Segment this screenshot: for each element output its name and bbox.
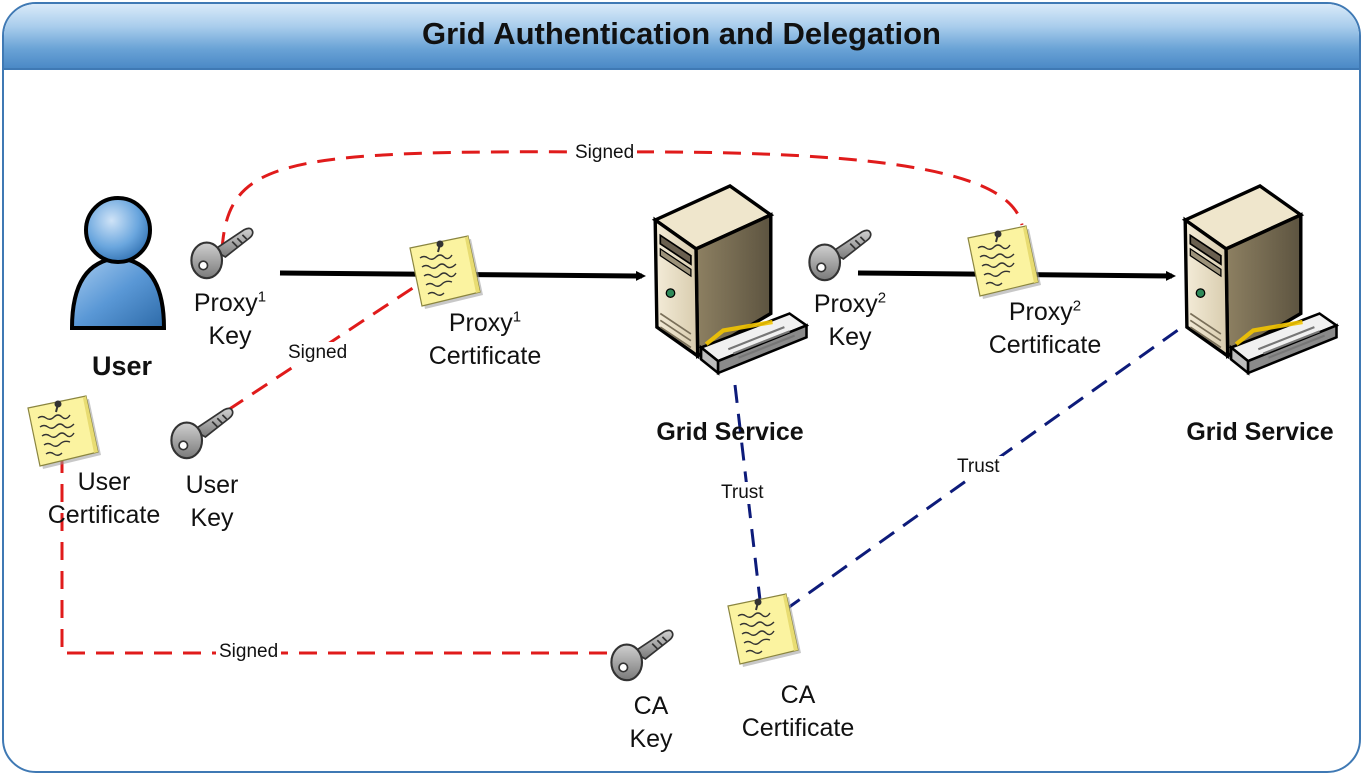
user-label: User [91, 351, 153, 381]
proxy1-key-name: Proxy [193, 289, 258, 317]
user-certificate-line2: Certificate [47, 501, 161, 529]
proxy1-certificate-sup: 1 [512, 308, 522, 326]
ca-key-icon [610, 629, 674, 682]
signed-label-mid: Signed [285, 342, 351, 364]
proxy2-key-line2: Key [828, 323, 872, 351]
grid-service-1-label: Grid Service [656, 418, 804, 446]
proxy2-certificate-sup: 2 [1072, 297, 1082, 315]
signed-label-top: Signed [572, 142, 638, 164]
diagram-title: Grid Authentication and Delegation [422, 16, 941, 51]
grid-service-2-label: Grid Service [1186, 418, 1334, 446]
connectors [60, 150, 1186, 655]
trust-link-1 [733, 384, 762, 601]
user-key-label: User Key [162, 469, 262, 535]
signed-link-top [220, 150, 1024, 251]
proxy1-key-sup: 1 [257, 288, 267, 306]
ca-certificate-label: CA Certificate [723, 679, 873, 745]
ca-certificate-line2: Certificate [741, 714, 855, 742]
proxy2-certificate-icon [967, 225, 1042, 299]
user-icon [69, 196, 167, 330]
proxy1-certificate-name: Proxy [448, 309, 513, 337]
ca-certificate-line1: CA [780, 681, 816, 709]
proxy2-certificate-name: Proxy [1008, 298, 1073, 326]
ca-key-label: CA Key [601, 690, 701, 756]
proxy1-certificate-label: Proxy1 Certificate [410, 307, 560, 373]
user-key-icon [170, 407, 234, 460]
proxy1-certificate-line2: Certificate [428, 342, 542, 370]
proxy2-key-name: Proxy [813, 290, 878, 318]
title-bar: Grid Authentication and Delegation [4, 4, 1359, 70]
proxy1-key-line2: Key [208, 322, 252, 350]
user-certificate-line1: User [77, 468, 131, 496]
grid-service-2-server-icon [1185, 186, 1336, 373]
proxy1-key-label: Proxy1 Key [170, 287, 290, 353]
proxy2-key-sup: 2 [877, 289, 887, 307]
user-certificate-icon [27, 395, 102, 469]
user-key-line2: Key [190, 504, 234, 532]
user-certificate-label: User Certificate [34, 466, 174, 532]
trust-label-1: Trust [718, 482, 767, 504]
user-key-line1: User [185, 471, 239, 499]
grid-service-1-server-icon [655, 186, 806, 373]
trust-label-2: Trust [954, 456, 1003, 478]
signed-link-bottom [60, 455, 612, 655]
proxy2-certificate-label: Proxy2 Certificate [970, 296, 1120, 362]
signed-label-bottom: Signed [216, 641, 282, 663]
proxy1-certificate-icon [409, 235, 484, 309]
signed-link-mid [227, 268, 441, 412]
proxy2-certificate-line2: Certificate [988, 331, 1102, 359]
ca-key-line1: CA [633, 692, 669, 720]
proxy2-key-label: Proxy2 Key [790, 288, 910, 354]
ca-certificate-icon [727, 593, 802, 667]
ca-key-line2: Key [629, 725, 673, 753]
